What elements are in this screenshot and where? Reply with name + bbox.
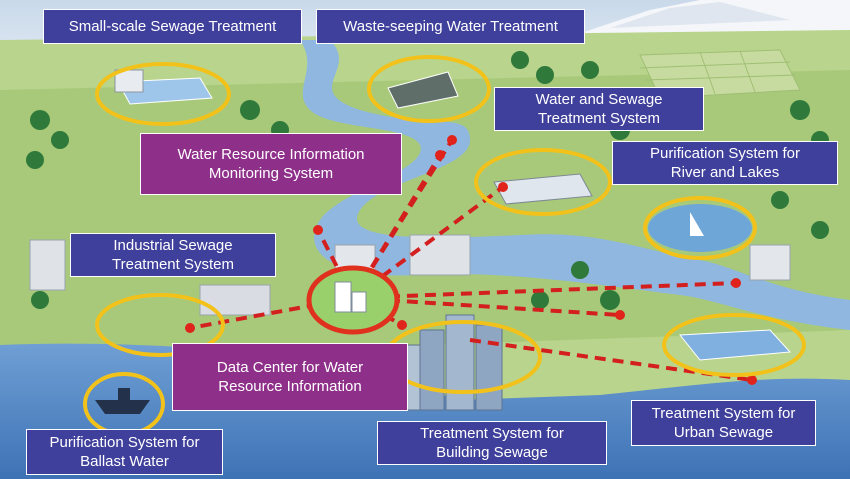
highlight-rings (83, 55, 806, 436)
treatment-plant-icon (114, 69, 792, 361)
label-data-center: Data Center for Water Resource Informati… (172, 343, 408, 411)
lake-icon (648, 204, 752, 252)
label-ballast-water: Purification System for Ballast Water (26, 429, 223, 475)
label-small-scale-sewage: Small-scale Sewage Treatment (43, 9, 302, 44)
buildings-icon (29, 234, 791, 411)
trees-icon (26, 51, 829, 310)
label-purification-river-lakes: Purification System for River and Lakes (612, 141, 838, 185)
ship-icon (95, 388, 150, 414)
link-nodes (185, 135, 757, 385)
label-monitoring-system: Water Resource Information Monitoring Sy… (140, 133, 402, 195)
label-waste-seeping-water: Waste-seeping Water Treatment (316, 9, 585, 44)
label-industrial-sewage: Industrial Sewage Treatment System (70, 233, 276, 277)
label-water-sewage-system: Water and Sewage Treatment System (494, 87, 704, 131)
data-center-icon (306, 265, 400, 335)
label-building-sewage: Treatment System for Building Sewage (377, 421, 607, 465)
label-urban-sewage: Treatment System for Urban Sewage (631, 400, 816, 446)
